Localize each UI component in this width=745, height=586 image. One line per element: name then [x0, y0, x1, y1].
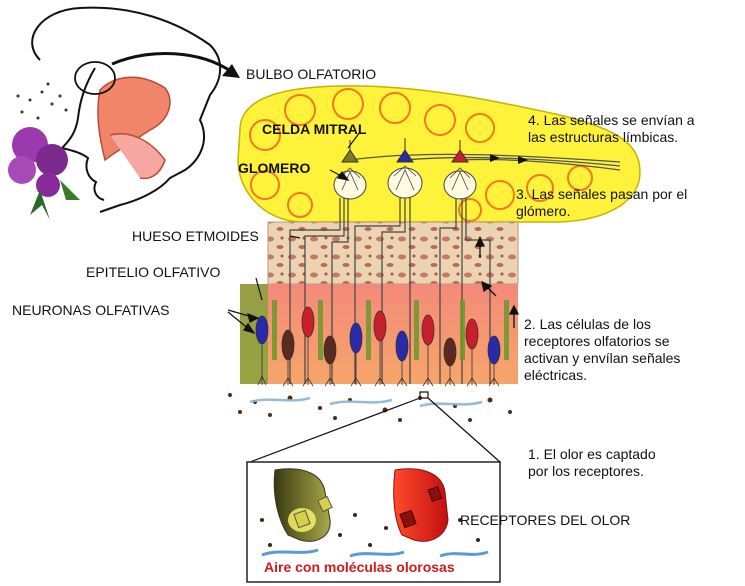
label-neuronas-olfativas: NEURONAS OLFATIVAS: [12, 302, 169, 319]
step-1-note: 1. El olor es captado por los receptores…: [528, 446, 656, 480]
step-3-note: 3. Las señales pasan por el glómero.: [516, 186, 687, 220]
odor-particles: [228, 393, 512, 422]
step-4-line-2: las estructuras límbicas.: [528, 129, 695, 146]
label-celda-mitral: CELDA MITRAL: [262, 121, 366, 138]
step-1-line-2: por los receptores.: [528, 463, 656, 480]
step-3-line-1: 3. Las señales pasan por el: [516, 186, 687, 203]
label-glomero: GLOMERO: [238, 160, 310, 177]
label-hueso-etmoides: HUESO ETMOIDES: [132, 228, 259, 245]
label-receptores-del-olor: RECEPTORES DEL OLOR: [460, 512, 630, 529]
step-2-line-1: 2. Las células de los: [524, 316, 736, 333]
step-2-line-2: receptores olfatorios se: [524, 333, 736, 350]
label-bulbo-olfatorio: BULBO OLFATORIO: [246, 66, 376, 83]
label-aire-moleculas: Aire con moléculas olorosas: [264, 559, 455, 575]
step-2-line-4: eléctricas.: [524, 367, 736, 384]
step-4-note: 4. Las señales se envían a las estructur…: [528, 112, 695, 146]
step-4-line-1: 4. Las señales se envían a: [528, 112, 695, 129]
step-3-line-2: glómero.: [516, 203, 687, 220]
step-1-line-1: 1. El olor es captado: [528, 446, 656, 463]
step-2-note: 2. Las células de los receptores olfator…: [524, 316, 736, 384]
label-epitelio-olfativo: EPITELIO OLFATIVO: [86, 264, 220, 281]
step-2-line-3: activan y envílan señales: [524, 350, 736, 367]
